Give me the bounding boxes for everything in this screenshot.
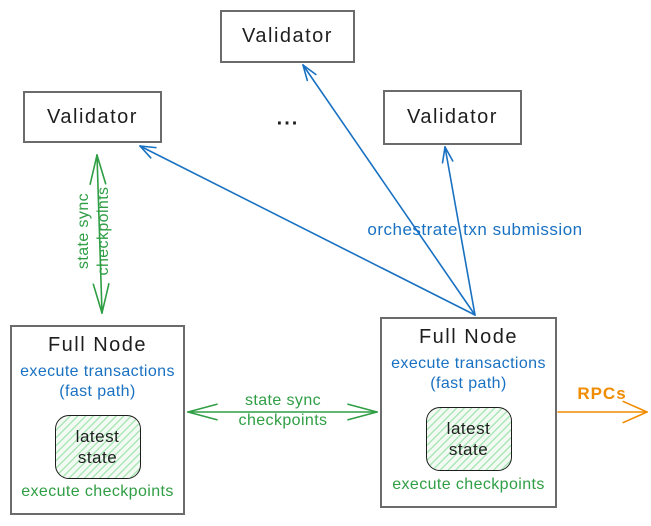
latest-state-line1: latest: [75, 427, 120, 446]
orchestrate-arrow-to-top-validator: [302, 64, 476, 316]
state-sync-horizontal-arrow: [187, 403, 378, 421]
execute-transactions-line1: execute transactions: [391, 355, 546, 372]
full-node-left: Full Node execute transactions (fast pat…: [10, 325, 185, 515]
latest-state-box-right: latest state: [425, 407, 512, 471]
validator-right-node: Validator: [383, 90, 522, 145]
validators-ellipsis: ...: [276, 107, 300, 130]
latest-state-box-left: latest state: [54, 415, 141, 479]
latest-state-line2: state: [77, 448, 118, 467]
latest-state-line2: state: [448, 440, 489, 459]
validator-top-label: Validator: [242, 25, 333, 47]
rpcs-label: RPCs: [577, 384, 627, 403]
execute-transactions-label-right: execute transactions (fast path): [391, 354, 546, 394]
fast-path-line: (fast path): [430, 375, 507, 392]
validator-top-node: Validator: [220, 10, 355, 63]
full-node-right-title: Full Node: [418, 326, 519, 348]
latest-state-line1: latest: [446, 419, 491, 438]
state-sync-vertical-line2: checkpoints: [95, 186, 112, 276]
rpcs-arrow: [557, 400, 648, 424]
state-sync-horizontal-label: state sync checkpoints: [239, 391, 328, 431]
orchestrate-arrow-to-left-validator: [139, 145, 476, 316]
fast-path-line: (fast path): [59, 383, 136, 400]
execute-transactions-label-left: execute transactions (fast path): [20, 362, 175, 402]
validator-left-label: Validator: [47, 105, 138, 128]
execute-checkpoints-label-right: execute checkpoints: [392, 476, 545, 493]
orchestrate-arrow-to-right-validator: [441, 146, 476, 316]
state-sync-vertical-arrow: [89, 154, 110, 314]
orchestrate-txn-submission-label: orchestrate txn submission: [367, 220, 583, 239]
full-node-right: Full Node execute transactions (fast pat…: [380, 317, 557, 508]
execute-transactions-line1: execute transactions: [20, 363, 175, 380]
state-sync-vertical-label: state sync checkpoints: [50, 187, 139, 276]
state-sync-horizontal-line1: state sync: [244, 392, 322, 409]
validator-right-label: Validator: [407, 106, 498, 128]
execute-checkpoints-label-left: execute checkpoints: [21, 483, 174, 500]
state-sync-horizontal-line2: checkpoints: [238, 412, 328, 429]
validator-left-node: Validator: [23, 91, 162, 143]
full-node-left-title: Full Node: [47, 334, 148, 356]
state-sync-vertical-line1: state sync: [75, 192, 92, 270]
